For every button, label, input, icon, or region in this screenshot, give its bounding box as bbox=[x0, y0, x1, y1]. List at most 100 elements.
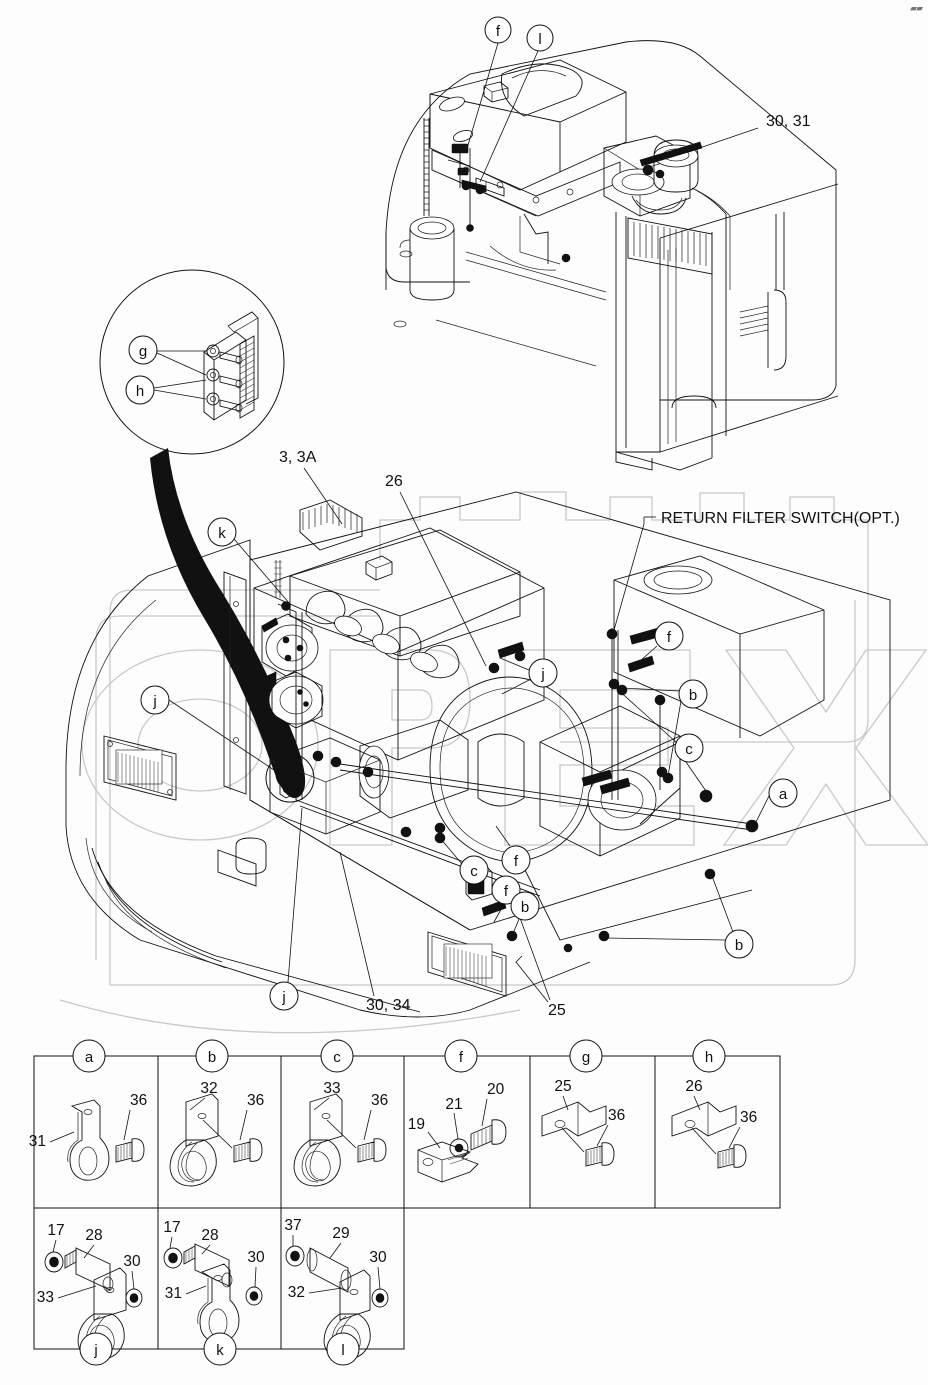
legend-cell-label: c bbox=[333, 1049, 341, 1066]
part-number: 32 bbox=[200, 1080, 217, 1097]
legend-cell-k: 17 28 31 30 k bbox=[163, 1219, 265, 1366]
legend-cell-f: 19 21 20 bbox=[408, 1081, 507, 1183]
legend-cell-b: 32 36 bbox=[169, 1080, 264, 1187]
callout-l-top: l bbox=[479, 24, 554, 183]
legend-footer-l: l bbox=[326, 1332, 360, 1366]
legend-cell-label: g bbox=[582, 1049, 590, 1066]
legend-cell-j: 17 28 33 30 j bbox=[37, 1222, 143, 1366]
part-number: 36 bbox=[130, 1092, 147, 1109]
legend-header-h: h bbox=[692, 1039, 726, 1073]
callout-label: b bbox=[735, 937, 743, 954]
callout-label: j bbox=[152, 693, 156, 710]
label-30-34: 30, 34 bbox=[339, 851, 411, 1014]
callout-label: c bbox=[685, 741, 693, 758]
part-number: 20 bbox=[487, 1081, 505, 1098]
legend-footer-k: k bbox=[203, 1332, 237, 1366]
legend-cell-l: 37 29 32 30 l bbox=[284, 1217, 389, 1366]
label-3-3A: 3, 3A bbox=[279, 449, 343, 525]
callout-label: a bbox=[779, 786, 788, 803]
label-text: 3, 3A bbox=[279, 449, 317, 466]
legend-header-g: g bbox=[569, 1039, 603, 1073]
legend-cell-a: 31 36 bbox=[29, 1092, 147, 1181]
legend-cell-label: h bbox=[705, 1049, 713, 1066]
legend-header-c: c bbox=[320, 1039, 354, 1073]
part-number: 36 bbox=[608, 1107, 625, 1124]
part-number: 36 bbox=[371, 1092, 388, 1109]
callout-g-detail: g bbox=[128, 335, 207, 376]
legend-cell-label: j bbox=[93, 1342, 97, 1359]
callout-label: f bbox=[504, 883, 509, 900]
callout-label: j bbox=[281, 989, 285, 1006]
callout-label: c bbox=[470, 863, 478, 880]
label-text: 25 bbox=[548, 1002, 566, 1019]
callout-label: f bbox=[514, 853, 519, 870]
part-number: 32 bbox=[288, 1284, 305, 1301]
corner-mark: ▰▰ bbox=[910, 3, 923, 13]
part-number: 30 bbox=[247, 1249, 265, 1266]
callout-label: g bbox=[139, 343, 147, 360]
label-return-filter-switch: RETURN FILTER SWITCH(OPT.) bbox=[613, 510, 900, 631]
callout-b-far: b bbox=[605, 875, 754, 959]
callout-a-right: a bbox=[753, 778, 798, 827]
legend-table: a b c f g h bbox=[29, 1039, 781, 1366]
part-number: 17 bbox=[47, 1222, 64, 1239]
callout-label: k bbox=[218, 525, 226, 542]
callout-f-low2: f bbox=[491, 875, 521, 923]
part-number: 37 bbox=[284, 1217, 301, 1234]
callout-label: b bbox=[521, 899, 529, 916]
callout-label: h bbox=[136, 383, 144, 400]
callout-c-low: c bbox=[439, 837, 489, 885]
callout-label: b bbox=[689, 687, 697, 704]
legend-header-b: b bbox=[195, 1039, 229, 1073]
label-text: RETURN FILTER SWITCH(OPT.) bbox=[661, 510, 900, 527]
label-25: 25 bbox=[515, 917, 566, 1019]
part-number: 30 bbox=[123, 1253, 141, 1270]
part-number: 33 bbox=[37, 1289, 54, 1306]
part-number: 33 bbox=[323, 1080, 340, 1097]
callout-j-left: j bbox=[140, 685, 281, 775]
legend-cell-c: 33 36 bbox=[293, 1080, 388, 1187]
legend-cell-label: a bbox=[85, 1049, 94, 1066]
part-number: 30 bbox=[369, 1249, 387, 1266]
part-number: 29 bbox=[332, 1225, 349, 1242]
legend-cell-g: 25 36 bbox=[541, 1078, 625, 1167]
part-number: 21 bbox=[445, 1096, 462, 1113]
label-text: 26 bbox=[385, 473, 403, 490]
legend-cell-label: l bbox=[341, 1342, 344, 1359]
callout-label: l bbox=[538, 31, 541, 48]
part-number: 31 bbox=[29, 1133, 46, 1150]
callout-j-mid: j bbox=[499, 657, 558, 695]
part-number: 17 bbox=[163, 1219, 180, 1236]
part-number: 25 bbox=[554, 1078, 571, 1095]
callout-label: j bbox=[540, 666, 544, 683]
callout-f-right: f bbox=[629, 621, 684, 671]
legend-footer-j: j bbox=[79, 1332, 113, 1366]
callout-label: f bbox=[667, 629, 672, 646]
part-number: 31 bbox=[165, 1285, 182, 1302]
callout-j-bottom: j bbox=[269, 807, 303, 1011]
callout-b-low: b bbox=[510, 891, 540, 937]
detail-magnifier: g h bbox=[99, 269, 306, 798]
callout-b-right: b bbox=[621, 679, 708, 777]
legend-cell-label: f bbox=[459, 1049, 464, 1066]
callout-f-top: f bbox=[465, 16, 512, 153]
part-number: 36 bbox=[247, 1092, 264, 1109]
main-figure: 3, 3A 26 RETURN FILTER SWITCH(OPT.) 30, … bbox=[65, 449, 900, 1019]
callout-c-right: c bbox=[615, 687, 709, 795]
label-26: 26 bbox=[385, 473, 487, 667]
label-text: 30, 34 bbox=[366, 997, 411, 1014]
callout-h-detail: h bbox=[125, 375, 207, 405]
legend-cell-h: 26 36 bbox=[671, 1078, 757, 1169]
part-number: 28 bbox=[201, 1227, 218, 1244]
part-label-30-31: 30, 31 bbox=[766, 113, 811, 130]
legend-cell-label: b bbox=[208, 1049, 216, 1066]
top-figure-engine: f l 30, 31 bbox=[385, 16, 839, 471]
part-number: 26 bbox=[685, 1078, 702, 1095]
legend-header-f: f bbox=[444, 1039, 478, 1073]
part-number: 28 bbox=[85, 1227, 102, 1244]
part-number: 19 bbox=[408, 1116, 425, 1133]
callout-f-low: f bbox=[495, 825, 531, 875]
legend-header-a: a bbox=[72, 1039, 106, 1073]
